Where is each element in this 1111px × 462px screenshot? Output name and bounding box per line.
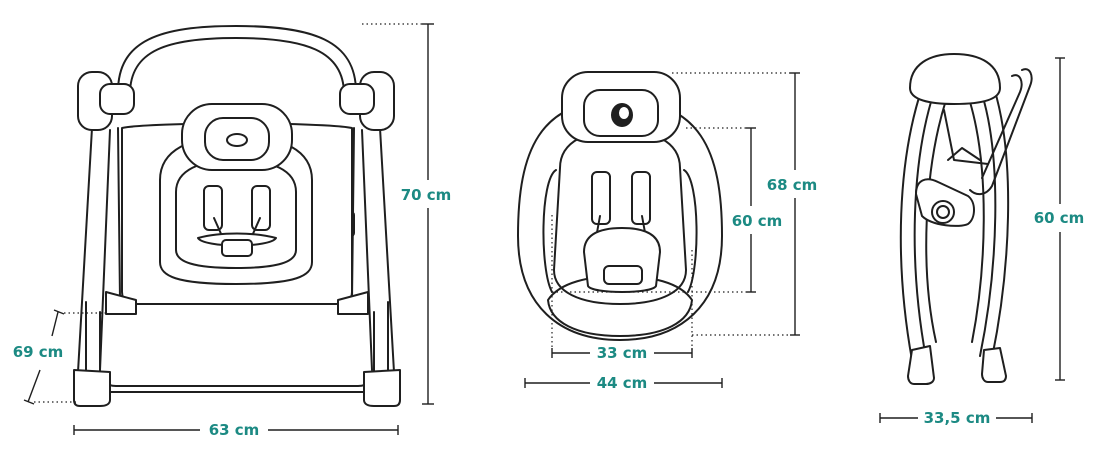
top-outer-width-label: 44 cm: [597, 374, 648, 392]
front-seat-height-label: 69 cm: [13, 343, 64, 361]
front-view-swing: [73, 25, 401, 407]
top-inner-width-label: 33 cm: [597, 344, 648, 362]
side-height-dimension: [1055, 57, 1065, 381]
top-inner-length-label: 60 cm: [732, 212, 783, 230]
top-outer-length-dimension: [672, 72, 800, 336]
side-depth-dimension: [879, 413, 1033, 423]
front-seat-height-dimension: [23, 309, 108, 405]
top-inner-width-dimension: [551, 215, 693, 358]
front-height-dimension: [362, 23, 434, 405]
front-width-dimension: [73, 425, 399, 435]
top-outer-length-label: 68 cm: [767, 176, 818, 194]
side-view-folded: [899, 53, 1033, 385]
front-height-label: 70 cm: [401, 186, 452, 204]
top-outer-width-dimension: [524, 378, 723, 388]
front-width-label: 63 cm: [209, 421, 260, 439]
top-inner-length-dimension: [552, 127, 756, 293]
top-view-seat: [517, 71, 723, 341]
side-height-label: 60 cm: [1034, 209, 1085, 227]
side-depth-label: 33,5 cm: [924, 409, 991, 427]
